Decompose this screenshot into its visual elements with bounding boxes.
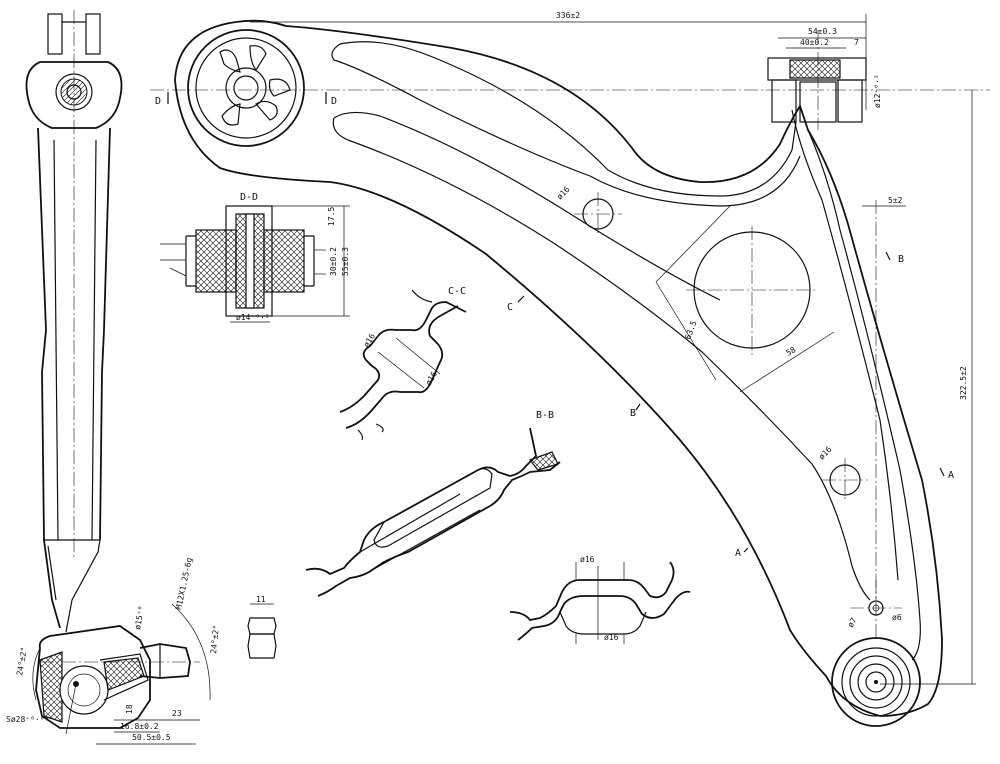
dim-cutout-635: 63.5 (683, 319, 698, 340)
dim-bush-40: 40±0.2 (800, 38, 829, 47)
dim-joint-15: ø15⁺⁰ (133, 605, 146, 630)
dim-overall-width: 336±2 (556, 11, 580, 20)
section-cc-label: C-C (448, 286, 466, 297)
cut-a-right: A (948, 470, 954, 481)
section-aa (509, 561, 691, 644)
side-view (25, 10, 211, 735)
section-dd-label: D-D (240, 192, 258, 203)
dim-overall-height: 322.5±2 (959, 366, 968, 400)
ball-joint-eye (831, 637, 921, 727)
dim-ball-pin-7: ø7 (846, 616, 859, 629)
dim-joint-168: 16.8±0.2 (120, 722, 159, 731)
dim-cutout-58: 58 (785, 345, 798, 358)
cut-b-left: B (630, 408, 636, 419)
dim-bush-54: 54±0.3 (808, 27, 837, 36)
dim-joint-23: 23 (172, 709, 182, 718)
dim-offset-5: 5±2 (888, 196, 903, 205)
dim-angle-left: 24°±2° (15, 646, 29, 676)
section-bb-label: B-B (536, 410, 554, 421)
dim-dd-30: 30±0.2 (329, 247, 338, 276)
nut (247, 603, 277, 659)
dim-hole-16-top: ø16 (555, 185, 572, 202)
dim-ball-pin-6: ø6 (892, 613, 902, 622)
cut-d-left: D (155, 96, 161, 107)
dim-aa-16b: ø16 (604, 633, 619, 642)
dim-bush-7: 7 (854, 38, 859, 47)
dim-cc-16b: ø16 (424, 370, 439, 387)
dim-dd-175: 17.5 (327, 207, 336, 226)
dim-aa-16a: ø16 (580, 555, 595, 564)
dim-angle-right: 24°±2° (209, 625, 221, 655)
dim-sphere: Sø28⁺⁰·⁰³ (6, 715, 49, 724)
cut-b-right: B (898, 254, 904, 265)
control-arm-top-view (150, 14, 990, 727)
cut-c: C (507, 302, 513, 313)
dim-nut-11: 11 (256, 595, 266, 604)
section-cc (339, 289, 467, 441)
dim-hole-16-bottom: ø16 (817, 445, 834, 462)
dim-bush-dia: ø12⁺⁰·² (873, 74, 882, 108)
dim-dd-55: 55±0.3 (341, 247, 350, 276)
cut-d-right: D (331, 96, 337, 107)
dim-joint-18: 18 (125, 704, 134, 714)
section-bb (305, 427, 561, 597)
ball-sphere (59, 665, 109, 715)
dim-thread: M12X1.25-6g (174, 557, 194, 611)
dim-dd-14: ø14⁺⁰·² (236, 313, 270, 322)
cut-a-left: A (735, 548, 741, 559)
dim-joint-505: 50.5±0.5 (132, 733, 171, 742)
section-dd (160, 205, 350, 323)
